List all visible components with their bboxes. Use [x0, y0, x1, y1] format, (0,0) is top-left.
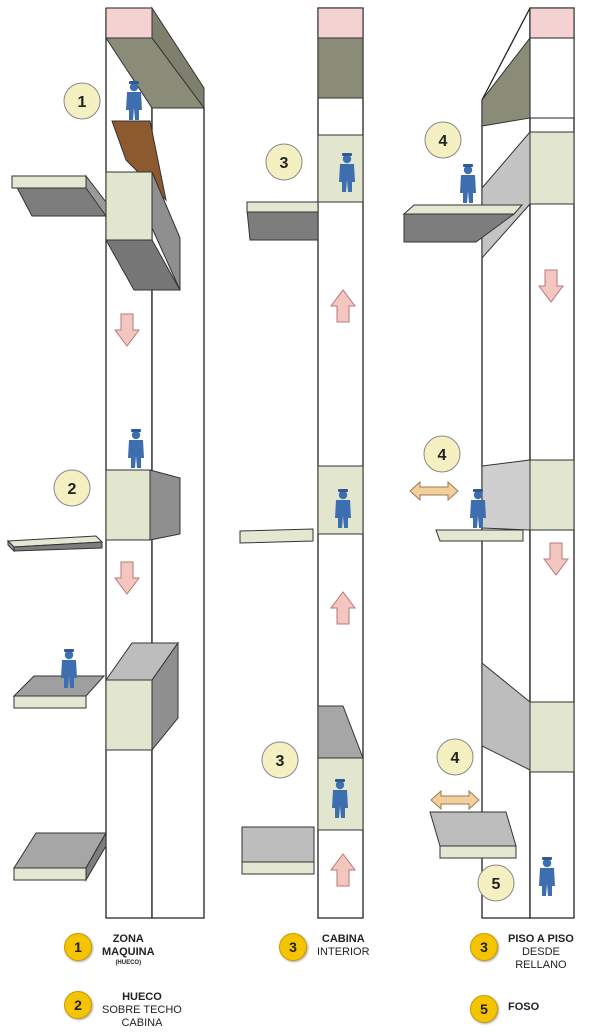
legend-badge: 3	[279, 933, 307, 961]
legend-label: INTERIOR	[317, 946, 370, 959]
legend-item-hueco-techo: 2 HUECO SOBRE TECHO CABINA	[64, 991, 182, 1030]
legend-label: ZONA	[102, 933, 155, 946]
svg-text:5: 5	[492, 876, 501, 893]
legend-label: CABINA	[102, 1017, 182, 1030]
legend-item-zona-maquina: 1 ZONA MAQUINA (HUECO)	[64, 933, 155, 967]
step-label-c1-2: 2	[54, 470, 90, 506]
step-label-c3-4: 5	[478, 865, 514, 901]
legend-item-foso: 5 FOSO	[470, 995, 539, 1023]
legend-item-piso-a-piso: 3 PISO A PISO DESDE RELLANO	[470, 933, 574, 972]
svg-text:1: 1	[78, 94, 87, 111]
legend-label: MAQUINA	[102, 946, 155, 959]
legend-label: SOBRE TECHO	[102, 1004, 182, 1017]
legend-label: RELLANO	[508, 959, 574, 972]
step-label-c2-1: 3	[266, 144, 302, 180]
legend-label: CABINA	[317, 933, 370, 946]
shaft-column-1	[8, 8, 204, 918]
legend-label: HUECO	[102, 991, 182, 1004]
legend-sublabel: (HUECO)	[102, 959, 155, 967]
step-label-c3-2: 4	[424, 436, 460, 472]
legend-badge: 3	[470, 933, 498, 961]
step-label-c2-2: 3	[262, 742, 298, 778]
svg-text:4: 4	[439, 133, 448, 150]
legend: 1 ZONA MAQUINA (HUECO) 2 HUECO SOBRE TEC…	[0, 925, 593, 1032]
legend-label: FOSO	[508, 1001, 539, 1014]
legend-badge: 5	[470, 995, 498, 1023]
svg-text:2: 2	[68, 481, 77, 498]
svg-text:3: 3	[280, 155, 289, 172]
shaft-column-2	[240, 8, 363, 918]
step-label-c3-3: 4	[437, 739, 473, 775]
svg-text:4: 4	[438, 447, 447, 464]
step-label-c1-1: 1	[64, 83, 100, 119]
svg-text:3: 3	[276, 753, 285, 770]
legend-badge: 1	[64, 933, 92, 961]
legend-label: PISO A PISO	[508, 933, 574, 946]
step-label-c3-1: 4	[425, 122, 461, 158]
elevator-shaft-diagram: 1 2 3 3 4 4 4 5	[0, 0, 593, 925]
svg-text:4: 4	[451, 750, 460, 767]
legend-label: DESDE	[508, 946, 574, 959]
legend-item-cabina-interior: 3 CABINA INTERIOR	[279, 933, 370, 961]
legend-badge: 2	[64, 991, 92, 1019]
